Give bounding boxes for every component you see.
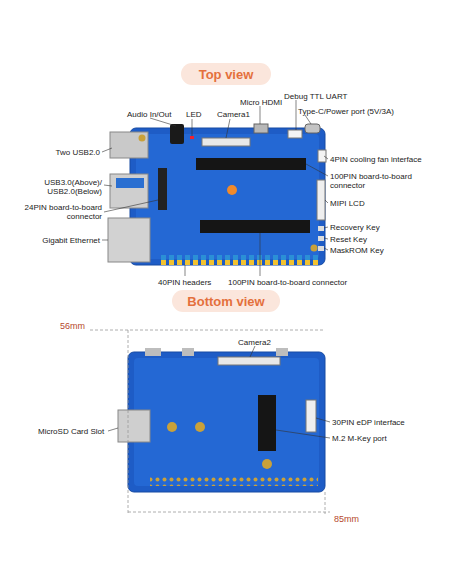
part-label: MicroSD Card Slot [38,427,104,436]
leader-line [324,238,328,239]
view-pill: Top view [181,63,271,85]
part-label: Gigabit Ethernet [42,236,100,245]
dimension-label: 56mm [60,322,85,331]
b2b-connector [196,158,306,170]
leader-line [325,200,328,203]
board-surface [136,134,319,259]
pin-holes [150,476,318,486]
part-label: Debug TTL UART [284,92,347,101]
dimension-line [325,492,326,514]
mount-hole [311,245,318,252]
part-label: 40PIN headers [158,278,211,287]
camera-connector [202,138,250,146]
leader-line [316,418,330,422]
key [318,226,324,231]
leader-line [305,115,311,124]
leader-line [108,428,118,431]
leader-line [226,119,230,138]
port-edge [182,348,194,356]
m2-slot [258,395,276,451]
edp-connector [306,400,316,432]
part-label: Two USB2.0 [56,148,100,157]
port-edge [276,348,288,356]
leader-line [250,346,255,357]
part-label: Camera2 [238,338,271,347]
view-pill: Bottom view [172,290,280,312]
leader-line [185,265,186,276]
leader-line [260,233,261,276]
usb3-tongue [116,178,144,188]
leader-line [260,106,261,124]
usb2-port [110,132,148,158]
part-label: LED [186,110,202,119]
hdmi-port [254,124,268,133]
board-surface [134,358,319,486]
led [190,136,194,139]
part-label: Reset Key [330,235,367,244]
key [318,246,324,251]
mount-hole [195,422,205,432]
fan-connector [318,150,326,162]
key [318,236,324,241]
part-label: 4PIN cooling fan interface [330,155,422,164]
b2b-connector [200,220,310,233]
part-label: 100PIN board-to-board connector [228,278,347,287]
mount-hole [139,135,146,142]
view-heading: Top view [199,67,254,82]
b2b-24pin [158,168,167,210]
mipi-connector [317,180,325,220]
part-label: MaskROM Key [330,246,384,255]
sd-slot [118,410,150,442]
leader-line [150,118,176,126]
logo [227,185,237,195]
leader-line [102,148,112,152]
part-label: M.2 M-Key port [332,434,387,443]
part-label: Recovery Key [330,223,380,232]
part-label: Type-C/Power port (5V/3A) [298,107,394,116]
top-board [130,128,325,265]
part-label: 24PIN board-to-board connector [10,203,102,221]
leader-line [192,119,193,136]
part-label: MIPI LCD [330,199,365,208]
view-heading: Bottom view [187,294,264,309]
typec-port [305,124,320,133]
uart-connector [288,130,302,138]
audio-jack [170,124,184,144]
leader-line [324,156,328,159]
leader-line [306,164,328,176]
bottom-board [128,352,325,492]
part-label: Audio In/Out [127,110,171,119]
dimension-line [128,330,129,514]
leader-line [324,227,328,228]
leader-line [324,248,328,250]
usb3-port [110,174,148,208]
dimension-line [90,330,325,331]
leader-line [276,430,330,438]
part-label: Camera1 [217,110,250,119]
leader-line [102,240,108,241]
dimension-line [128,512,330,513]
part-label: 100PIN board-to-board connector [330,172,425,190]
part-label: Micro HDMI [240,98,282,107]
camera2-connector [218,357,280,365]
leader-line [104,185,112,186]
leader-line [104,200,158,212]
part-label: USB3.0(Above)/ USB2.0(Below) [36,178,102,196]
part-label: 30PIN eDP interface [332,418,405,427]
leader-line [296,100,297,130]
mount-hole [167,422,177,432]
pin-header [160,255,318,265]
ethernet-port [108,218,150,262]
dimension-label: 85mm [334,515,359,524]
mount-hole [262,459,272,469]
port-edge [145,348,161,356]
